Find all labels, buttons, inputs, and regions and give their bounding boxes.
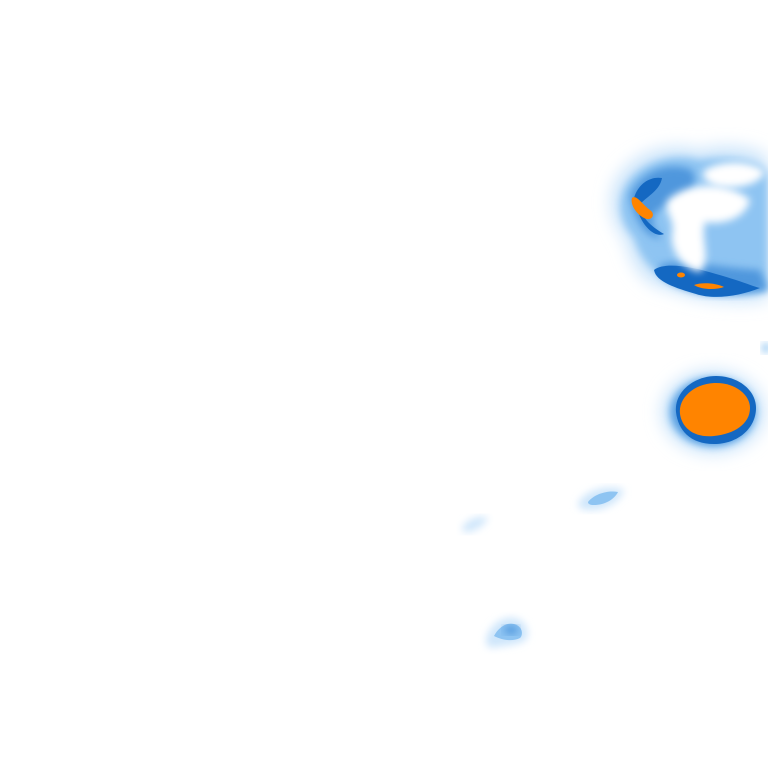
east-edge-speck <box>762 343 768 353</box>
southwest-fleck <box>486 617 528 648</box>
east-core-blob <box>661 370 765 454</box>
northeast-cluster <box>610 145 768 303</box>
south-fleck <box>462 516 488 532</box>
southeast-fleck <box>578 487 624 510</box>
